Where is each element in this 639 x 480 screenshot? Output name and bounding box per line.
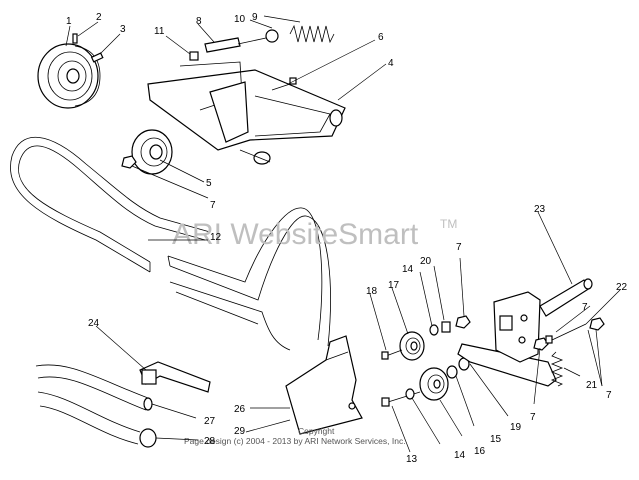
bolt-8[interactable] — [204, 37, 241, 53]
callout-22: 22 — [616, 282, 628, 293]
callout-18: 18 — [366, 286, 378, 297]
callout-8: 8 — [196, 16, 202, 27]
copyright-line1: Copyright — [298, 426, 335, 436]
callout-29: 29 — [234, 426, 246, 437]
idler-bracket-4[interactable] — [147, 61, 346, 165]
callout-7-right-upper: 7 — [456, 242, 462, 253]
callout-6: 6 — [378, 32, 384, 43]
callout-7-upper: 7 — [210, 200, 216, 211]
callout-7-lower: 7 — [530, 412, 536, 423]
tube-27[interactable] — [35, 364, 153, 411]
spring-9[interactable] — [289, 24, 335, 44]
idler-pulley-15[interactable] — [419, 367, 449, 401]
spacer-20[interactable] — [441, 321, 451, 333]
shaft-23[interactable] — [539, 278, 593, 317]
callout-24: 24 — [88, 318, 100, 329]
callout-labels: 1 2 3 4 5 6 7 8 9 10 11 12 13 14 14 15 1… — [66, 12, 628, 465]
callout-4: 4 — [388, 58, 394, 69]
callout-9: 9 — [252, 12, 258, 23]
key-2[interactable] — [72, 33, 78, 44]
bolt-18[interactable] — [381, 349, 403, 360]
copyright-line2: Page design (c) 2004 - 2013 by ARI Netwo… — [184, 436, 406, 446]
tube-28[interactable] — [37, 391, 157, 448]
washer-14-upper[interactable] — [429, 324, 439, 336]
callout-16: 16 — [474, 446, 486, 457]
mounting-plate[interactable] — [493, 291, 541, 363]
idler-pulley-17[interactable] — [399, 331, 425, 361]
bracket-24[interactable] — [139, 361, 211, 393]
callout-1: 1 — [66, 16, 72, 27]
callout-28: 28 — [204, 436, 216, 447]
callout-5: 5 — [206, 178, 212, 189]
spring-21[interactable] — [550, 351, 564, 387]
bolt-22[interactable] — [545, 323, 587, 344]
callout-23: 23 — [534, 204, 546, 215]
watermark-tm: TM — [440, 217, 457, 231]
callout-3: 3 — [120, 24, 126, 35]
callout-13: 13 — [406, 454, 418, 465]
eyebolt-10[interactable] — [237, 29, 279, 45]
idler-pulley-5[interactable] — [131, 129, 173, 175]
callout-27: 27 — [204, 416, 216, 427]
watermark-text: ARI WebsiteSmart — [172, 218, 419, 251]
callout-7-right-mid: 7 — [582, 302, 588, 313]
nut-7-right-upper[interactable] — [455, 315, 471, 329]
washer-14-lower[interactable] — [405, 388, 415, 400]
nut-7-right-mid[interactable] — [533, 337, 549, 351]
callout-19: 19 — [510, 422, 522, 433]
nut-7-upper[interactable] — [121, 155, 137, 169]
screw-3[interactable] — [90, 52, 104, 63]
callout-20: 20 — [420, 256, 432, 267]
idler-arm-19[interactable] — [457, 343, 557, 387]
callout-12: 12 — [210, 232, 222, 243]
bolt-6[interactable] — [271, 77, 297, 91]
bolt-13[interactable] — [381, 391, 421, 407]
callout-21: 21 — [586, 380, 598, 391]
callout-7-far-right: 7 — [606, 390, 612, 401]
callout-15: 15 — [490, 434, 502, 445]
leader-lines — [65, 15, 621, 453]
callout-26: 26 — [234, 404, 246, 415]
callout-11: 11 — [154, 26, 165, 37]
callout-14-lower: 14 — [454, 450, 466, 461]
callout-2: 2 — [96, 12, 102, 23]
v-belt-12[interactable] — [10, 136, 331, 351]
belt-guard-26[interactable] — [285, 335, 363, 435]
callout-17: 17 — [388, 280, 400, 291]
callout-14-upper: 14 — [402, 264, 414, 275]
callout-10: 10 — [234, 14, 246, 25]
spacer-16[interactable] — [446, 357, 470, 379]
nut-11[interactable] — [189, 51, 199, 61]
nut-7-far-right[interactable] — [589, 317, 605, 331]
pulley-1[interactable] — [37, 43, 101, 109]
